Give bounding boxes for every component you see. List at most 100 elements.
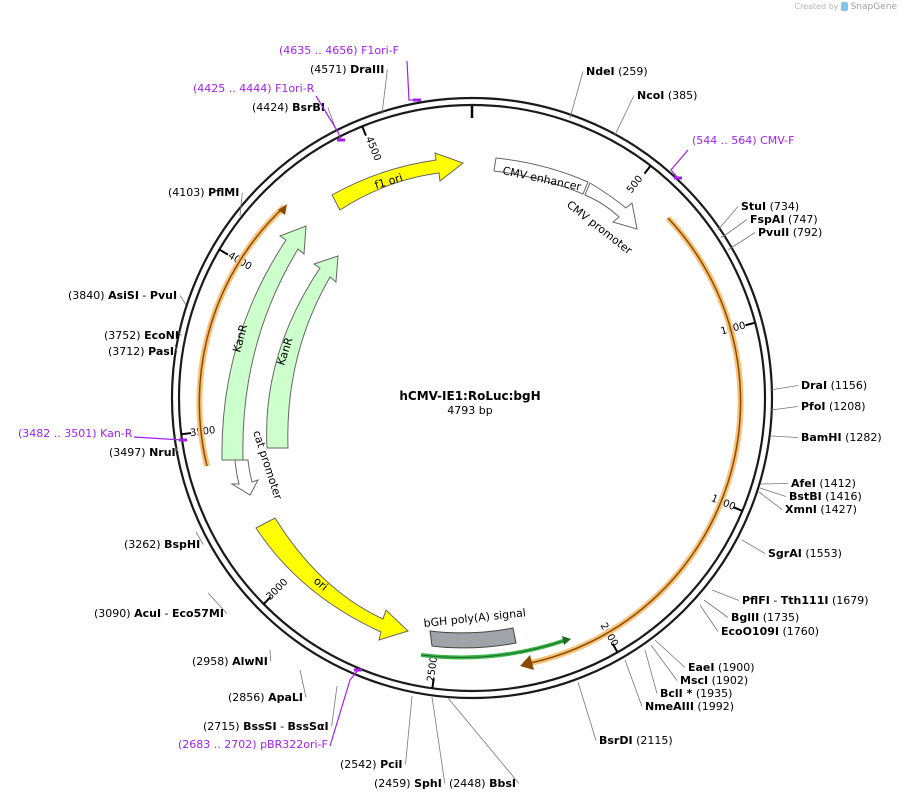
site-label-pfoi[interactable]: PfoI (1208)	[801, 400, 866, 413]
primer-label-cmv-f[interactable]: (544 .. 564) CMV-F	[692, 134, 794, 147]
site-leader-line	[569, 71, 584, 119]
site-label-ncoi[interactable]: NcoI (385)	[637, 89, 697, 102]
feature-label-bgh-polya: bGH poly(A) signal	[423, 606, 526, 630]
site-name: EcoO109I	[721, 625, 779, 638]
site-label-nrui[interactable]: (3497) NruI	[109, 446, 176, 459]
site-leader-line	[299, 669, 307, 698]
primer-range: (4635 .. 4656)	[279, 44, 361, 57]
snapgene-credit: Created by SnapGene	[794, 2, 897, 12]
site-label-eaei[interactable]: EaeI (1900)	[688, 661, 755, 674]
site-name: BsrDI	[599, 734, 633, 747]
site-label-bsphi[interactable]: (3262) BspHI	[124, 538, 200, 551]
primer-range: (2683 .. 2702)	[178, 738, 260, 751]
site-label-pflfi-tth111i[interactable]: PflFI - Tth111I (1679)	[742, 594, 869, 607]
site-label-stui[interactable]: StuI (734)	[741, 200, 799, 213]
site-label-bsrbi[interactable]: (4424) BsrBI	[252, 101, 325, 114]
site-name: NdeI	[586, 65, 615, 78]
site-label-bamhi[interactable]: BamHI (1282)	[801, 431, 882, 444]
bgh-polya-feature[interactable]	[429, 627, 517, 649]
site-label-alwni[interactable]: (2958) AlwNI	[192, 655, 268, 668]
site-name: Eco57MI	[172, 607, 224, 620]
site-label-pasi[interactable]: (3712) PasI	[108, 345, 174, 358]
site-leader-line	[447, 697, 520, 784]
orf-arcs	[196, 204, 744, 670]
site-name: PvuI	[150, 289, 177, 302]
site-position: (1935)	[692, 687, 732, 700]
site-leader-line	[431, 696, 446, 784]
site-position: (1156)	[827, 379, 867, 392]
site-leader-line	[174, 446, 179, 453]
site-name: BamHI	[801, 431, 842, 444]
primer-name: pBR322ori-F	[260, 738, 328, 751]
site-label-drai[interactable]: DraI (1156)	[801, 379, 867, 392]
cmv-promoter-feature[interactable]	[584, 182, 638, 230]
ori-feature[interactable]	[255, 517, 409, 641]
site-label-pflmi[interactable]: (4103) PflMI	[168, 186, 239, 199]
site-label-bsrdi[interactable]: BsrDI (2115)	[599, 734, 673, 747]
tick-mark	[643, 165, 652, 175]
site-position: (4424)	[252, 101, 292, 114]
primer-leader-line	[315, 95, 342, 141]
site-label-msci[interactable]: MscI (1902)	[680, 674, 748, 687]
primer-label-kan-r[interactable]: (3482 .. 3501) Kan-R	[18, 427, 133, 440]
site-label-pvuii[interactable]: PvuII (792)	[758, 226, 822, 239]
site-leader-line	[759, 487, 787, 497]
site-label-sphi[interactable]: (2459) SphI	[374, 777, 442, 790]
site-label-pcii[interactable]: (2542) PciI	[340, 758, 403, 771]
site-position: (3262)	[124, 538, 164, 551]
site-leader-line	[769, 385, 799, 391]
site-position: (1900)	[715, 661, 755, 674]
kanr-feature-2[interactable]	[266, 255, 339, 449]
primer-label-f1ori-f[interactable]: (4635 .. 4656) F1ori-F	[279, 44, 399, 57]
f1-ori-feature[interactable]	[331, 152, 465, 211]
site-label-asisi-pvui[interactable]: (3840) AsiSI - PvuI	[68, 289, 177, 302]
primer-label-f1ori-r[interactable]: (4425 .. 4444) F1ori-R	[193, 82, 315, 95]
site-label-bcli[interactable]: BclI * (1935)	[660, 687, 732, 700]
site-label-ecoo109i[interactable]: EcoO109I (1760)	[721, 625, 819, 638]
tick-mark	[361, 125, 367, 136]
kanr-feature-1[interactable]	[221, 225, 307, 461]
site-label-ndei[interactable]: NdeI (259)	[586, 65, 648, 78]
cat-promoter-feature[interactable]	[230, 459, 260, 496]
site-name: PvuII	[758, 226, 789, 239]
site-label-bbsi[interactable]: (2448) BbsI	[449, 777, 516, 790]
site-label-fspai[interactable]: FspAI (747)	[750, 213, 818, 226]
site-label-econi[interactable]: (3752) EcoNI	[104, 329, 179, 342]
site-name: AlwNI	[232, 655, 268, 668]
site-position: (1282)	[842, 431, 882, 444]
backbone-outer-ring	[170, 96, 774, 700]
kan-orf-arc-core	[198, 206, 285, 467]
site-position: (2715)	[203, 720, 243, 733]
site-leader-line	[650, 644, 678, 681]
primer-label-pbr322ori-f[interactable]: (2683 .. 2702) pBR322ori-F	[178, 738, 328, 751]
site-position: (4103)	[168, 186, 208, 199]
site-name: Tth111I	[781, 594, 829, 607]
site-label-xmni[interactable]: XmnI (1427)	[785, 503, 857, 516]
site-position: (1416)	[822, 490, 862, 503]
site-label-bsssi-bsss-i[interactable]: (2715) BssSI - BssSαI	[203, 720, 329, 733]
site-label-bglii[interactable]: BglII (1735)	[731, 611, 799, 624]
site-label-draiii[interactable]: (4571) DraIII	[310, 63, 384, 76]
site-position: (1412)	[816, 477, 856, 490]
credit-brand: SnapGene	[850, 2, 897, 12]
site-label-acui-eco57mi[interactable]: (3090) AcuI - Eco57MI	[94, 607, 224, 620]
site-label-nmeaiii[interactable]: NmeAIII (1992)	[645, 700, 734, 713]
site-leader-line	[577, 681, 597, 741]
site-label-sgrai[interactable]: SgrAI (1553)	[768, 547, 842, 560]
site-name: SgrAI	[768, 547, 802, 560]
site-separator: -	[770, 594, 781, 607]
site-name: MscI	[680, 674, 708, 687]
site-position: (3752)	[104, 329, 144, 342]
credit-prefix: Created by	[794, 2, 839, 11]
site-leader-line	[711, 589, 740, 601]
site-label-apali[interactable]: (2856) ApaLI	[228, 691, 303, 704]
site-name: BstBI	[789, 490, 822, 503]
site-label-afei[interactable]: AfeI (1412)	[791, 477, 856, 490]
cmv-enhancer-feature[interactable]	[493, 157, 589, 195]
site-label-bstbi[interactable]: BstBI (1416)	[789, 490, 862, 503]
site-position: (3090)	[94, 607, 134, 620]
site-leader-line	[770, 435, 799, 438]
site-position: (2958)	[192, 655, 232, 668]
roluc-arrow-head	[520, 655, 534, 670]
site-name: StuI	[741, 200, 766, 213]
